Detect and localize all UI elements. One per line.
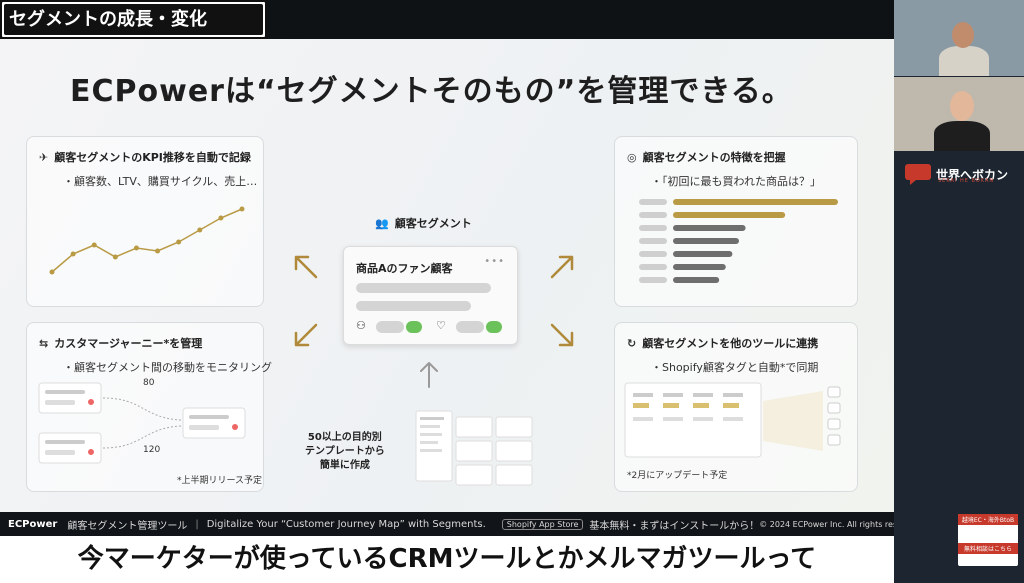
kpi-card: ✈ 顧客セグメントのKPI推移を自動で記録 ・顧客数、LTV、購買サイクル、売上… bbox=[26, 136, 264, 307]
segment-name: 商品Aのファン顧客 bbox=[356, 262, 453, 275]
arrow-up-icon bbox=[420, 362, 438, 388]
feature-bar bbox=[673, 277, 720, 283]
kpi-point bbox=[218, 215, 224, 221]
arrow-down-right-icon bbox=[550, 323, 574, 347]
status-pill bbox=[486, 321, 502, 333]
feature-bar bbox=[673, 238, 739, 244]
kpi-line bbox=[51, 208, 243, 273]
presentation-slide: ECPowerは“セグメントそのもの”を管理できる。 ✈ 顧客セグメントのKPI… bbox=[0, 39, 894, 536]
kpi-point bbox=[133, 245, 139, 251]
speech-bubble-icon bbox=[905, 164, 931, 185]
arrow-up-left-icon bbox=[294, 255, 318, 279]
kpi-point bbox=[176, 239, 182, 245]
feature-card-subtitle: ・「初回に最も買われた商品は？」 bbox=[651, 175, 821, 188]
kpi-point bbox=[239, 206, 245, 212]
feature-bar-chart bbox=[639, 199, 838, 283]
feature-bar bbox=[673, 251, 733, 257]
feature-bar bbox=[673, 212, 786, 218]
integration-card: ↻ 顧客セグメントを他のツールに連携 ・Shopify顧客タグと自動*で同期 *… bbox=[614, 322, 858, 492]
integration-card-title: 顧客セグメントを他のツールに連携 bbox=[642, 337, 819, 350]
bar-label-placeholder bbox=[639, 277, 667, 283]
video-side-panel: 世界へボカン SEKAI HE BOKAN bbox=[894, 0, 1024, 583]
slide-footer: ECPower 顧客セグメント管理ツール | Digitalize Your “… bbox=[0, 512, 894, 536]
integration-card-note: *2月にアップデート予定 bbox=[627, 471, 728, 481]
journey-card-title: カスタマージャーニー*を管理 bbox=[54, 337, 203, 350]
journey-card: ⇆ カスタマージャーニー*を管理 ・顧客セグメント間の移動をモニタリング 80 … bbox=[26, 322, 272, 492]
center-label: 顧客セグメント bbox=[394, 217, 472, 230]
kpi-point bbox=[155, 248, 161, 254]
placeholder-pill bbox=[376, 321, 404, 333]
sponsor-logo: 世界へボカン bbox=[936, 167, 1009, 182]
footer-tagline: Digitalize Your “Customer Journey Map” w… bbox=[206, 518, 486, 530]
bar-label-placeholder bbox=[639, 199, 667, 205]
template-text: 50以上の目的別 テンプレートから 簡単に作成 bbox=[305, 432, 385, 471]
arrow-down-left-icon bbox=[294, 323, 318, 347]
shopify-badge: Shopify App Store bbox=[501, 518, 584, 530]
kpi-point bbox=[49, 269, 55, 275]
flow-count-2: 120 bbox=[143, 445, 161, 455]
feature-bar bbox=[673, 199, 838, 205]
bar-label-placeholder bbox=[639, 225, 667, 231]
feature-bar bbox=[673, 225, 746, 231]
segment-card: 商品Aのファン顧客 ••• ⚇ ♡ bbox=[343, 246, 518, 345]
sponsor-ad[interactable]: 越境EC・海外BtoB 無料相談はこちら bbox=[958, 514, 1018, 566]
template-mockup bbox=[415, 410, 533, 486]
bar-label-placeholder bbox=[639, 212, 667, 218]
journey-card-subtitle: ・顧客セグメント間の移動をモニタリング bbox=[63, 361, 272, 374]
rocket-icon: ✈ bbox=[39, 150, 49, 164]
ad-line-2: 無料相談はこちら bbox=[958, 543, 1018, 554]
kpi-card-title: 顧客セグメントのKPI推移を自動で記録 bbox=[54, 151, 251, 164]
kpi-point bbox=[197, 227, 203, 233]
flow-count-1: 80 bbox=[143, 378, 155, 388]
users-icon: ⚇ bbox=[356, 319, 366, 332]
footer-brand: ECPower bbox=[8, 518, 58, 530]
status-pill bbox=[406, 321, 422, 333]
camera-feed-2 bbox=[894, 77, 1024, 151]
arrow-up-right-icon bbox=[550, 255, 574, 279]
kpi-point bbox=[70, 251, 76, 257]
footer-product: 顧客セグメント管理ツール bbox=[67, 520, 188, 532]
section-label-text: セグメントの成長・変化 bbox=[4, 4, 263, 35]
feature-card: ◎ 顧客セグメントの特徴を把握 ・「初回に最も買われた商品は？」 bbox=[614, 136, 858, 307]
more-icon: ••• bbox=[484, 256, 505, 267]
placeholder-pill bbox=[456, 321, 484, 333]
placeholder-bar bbox=[356, 283, 491, 293]
bar-label-placeholder bbox=[639, 238, 667, 244]
video-subtitle: 今マーケターが使っているCRMツールとかメルマガツールって bbox=[0, 536, 894, 583]
feature-card-title: 顧客セグメントの特徴を把握 bbox=[642, 151, 786, 164]
bar-label-placeholder bbox=[639, 264, 667, 270]
slide-title: ECPowerは“セグメントそのもの”を管理できる。 bbox=[70, 74, 793, 109]
heart-hand-icon: ♡ bbox=[436, 319, 446, 332]
footer-cta: 基本無料・まずはインストールから！ bbox=[589, 520, 760, 532]
section-label: セグメントの成長・変化 bbox=[0, 0, 267, 39]
placeholder-bar bbox=[356, 301, 471, 311]
feature-bar bbox=[673, 264, 726, 270]
users-icon: 👥 bbox=[375, 216, 389, 230]
bar-label-placeholder bbox=[639, 251, 667, 257]
integration-card-subtitle: ・Shopify顧客タグと自動*で同期 bbox=[651, 361, 819, 374]
kpi-point bbox=[91, 242, 97, 248]
integration-mockup bbox=[624, 382, 841, 458]
camera-feed-1 bbox=[894, 0, 1024, 76]
kpi-point bbox=[112, 254, 118, 260]
kpi-line-chart bbox=[49, 206, 245, 275]
journey-flow-diagram bbox=[38, 382, 246, 464]
kpi-card-subtitle: ・顧客数、LTV、購買サイクル、売上… bbox=[63, 175, 258, 188]
footer-copyright: © 2024 ECPower Inc. All rights reserved. bbox=[759, 519, 894, 529]
sponsor-logo-sub: SEKAI HE BOKAN bbox=[938, 178, 995, 184]
ad-line-1: 越境EC・海外BtoB bbox=[958, 514, 1018, 525]
sync-icon: ↻ bbox=[627, 336, 637, 350]
flow-icon: ⇆ bbox=[39, 336, 49, 350]
badge-icon: ◎ bbox=[627, 150, 637, 164]
journey-card-note: *上半期リリース予定 bbox=[177, 476, 263, 486]
